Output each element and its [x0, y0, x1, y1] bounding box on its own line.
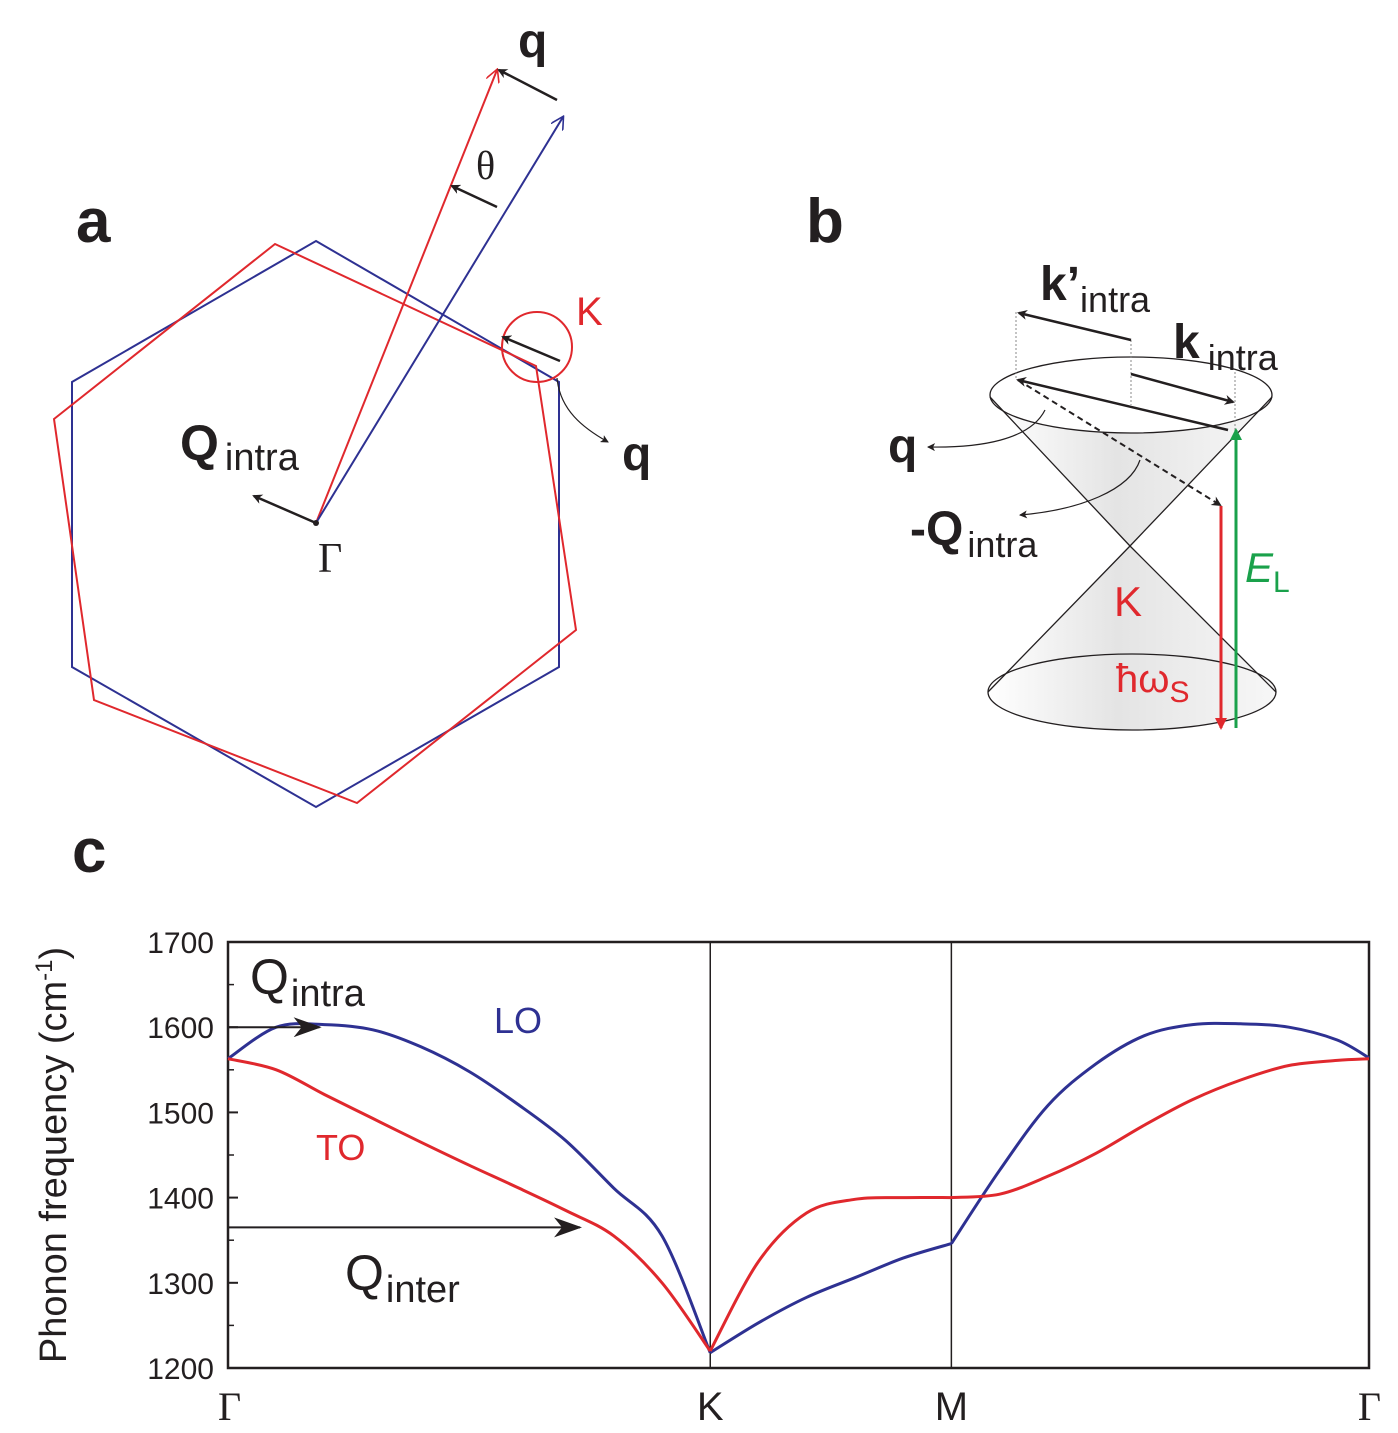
blue-reciprocal-vector: [315, 117, 563, 524]
panel-label-b: b: [806, 187, 844, 256]
y-tick-label: 1600: [147, 1012, 214, 1045]
q-callout-curve-b: [927, 409, 1046, 452]
q-top-label: q: [518, 15, 547, 68]
gamma-point-dot: [313, 520, 319, 526]
y-tick-label: 1300: [147, 1268, 214, 1301]
y-tick-label: 1700: [147, 927, 214, 960]
series-group: [227, 1021, 1370, 1354]
to-series-label: TO: [316, 1127, 365, 1168]
lo-series-label: LO: [494, 1000, 542, 1041]
gamma-label-a: Γ: [318, 536, 342, 582]
panel-label-a: a: [76, 187, 111, 256]
q-small-arrow: [501, 335, 561, 363]
phonon-energy-label: ħωS: [1116, 657, 1190, 709]
k-point-circle: [501, 311, 573, 383]
y-axis-ticks: 1700 1600 1500 1400 1300 1200: [147, 927, 238, 1386]
x-point-label: K: [697, 1385, 724, 1429]
q-inter-label-c: Qinter: [345, 1245, 460, 1311]
y-axis-label: Phonon frequency (cm-1): [31, 947, 75, 1363]
y-tick-label: 1500: [147, 1097, 214, 1130]
blue-brillouin-zone: [71, 239, 560, 809]
q-label-b: q: [888, 420, 917, 473]
red-brillouin-zone: [52, 242, 578, 805]
q-intra-arrow-a: [252, 494, 317, 525]
k-intra-arrow: [1130, 372, 1235, 405]
lower-cone-left-edge: [987, 545, 1131, 693]
x-point-label: Γ: [1358, 1384, 1381, 1429]
x-point-label: M: [935, 1385, 968, 1429]
minus-q-callout-curve: [1019, 459, 1141, 519]
k-prime-intra-arrow: [1017, 310, 1132, 342]
panel-c: c 1700 1600 1500 1400 1300 1200 Γ K M Γ Phonon f…: [31, 817, 1381, 1429]
series-to-line: [227, 1057, 1370, 1352]
k-label-b: K: [1114, 578, 1142, 625]
k-prime-intra-label: k’intra: [1040, 258, 1151, 320]
q-intra-label-c: Qintra: [250, 949, 366, 1015]
red-reciprocal-vector: [315, 70, 497, 524]
q-top-arrow: [497, 68, 558, 102]
lower-cone-right-edge: [1129, 545, 1277, 693]
q-arrows: [228, 1017, 583, 1238]
q-right-label: q: [622, 428, 651, 481]
y-tick-label: 1200: [147, 1353, 214, 1386]
y-tick-label: 1400: [147, 1183, 214, 1216]
upper-cone-left-edge: [989, 396, 1131, 547]
laser-energy-label: EL: [1245, 544, 1290, 599]
q-callout-curve: [556, 377, 609, 443]
theta-arrow: [450, 184, 498, 209]
panel-label-c: c: [72, 817, 106, 886]
x-point-label: Γ: [218, 1384, 241, 1429]
upper-cone-right-edge: [1129, 396, 1273, 547]
q-transition-arrow: [1016, 376, 1229, 432]
theta-label: θ: [476, 143, 495, 188]
k-label-a: K: [576, 290, 603, 334]
dispersion-chart: 1700 1600 1500 1400 1300 1200 Γ K M Γ Phonon fre…: [31, 927, 1381, 1429]
upper-cone-fill: [990, 395, 1272, 546]
